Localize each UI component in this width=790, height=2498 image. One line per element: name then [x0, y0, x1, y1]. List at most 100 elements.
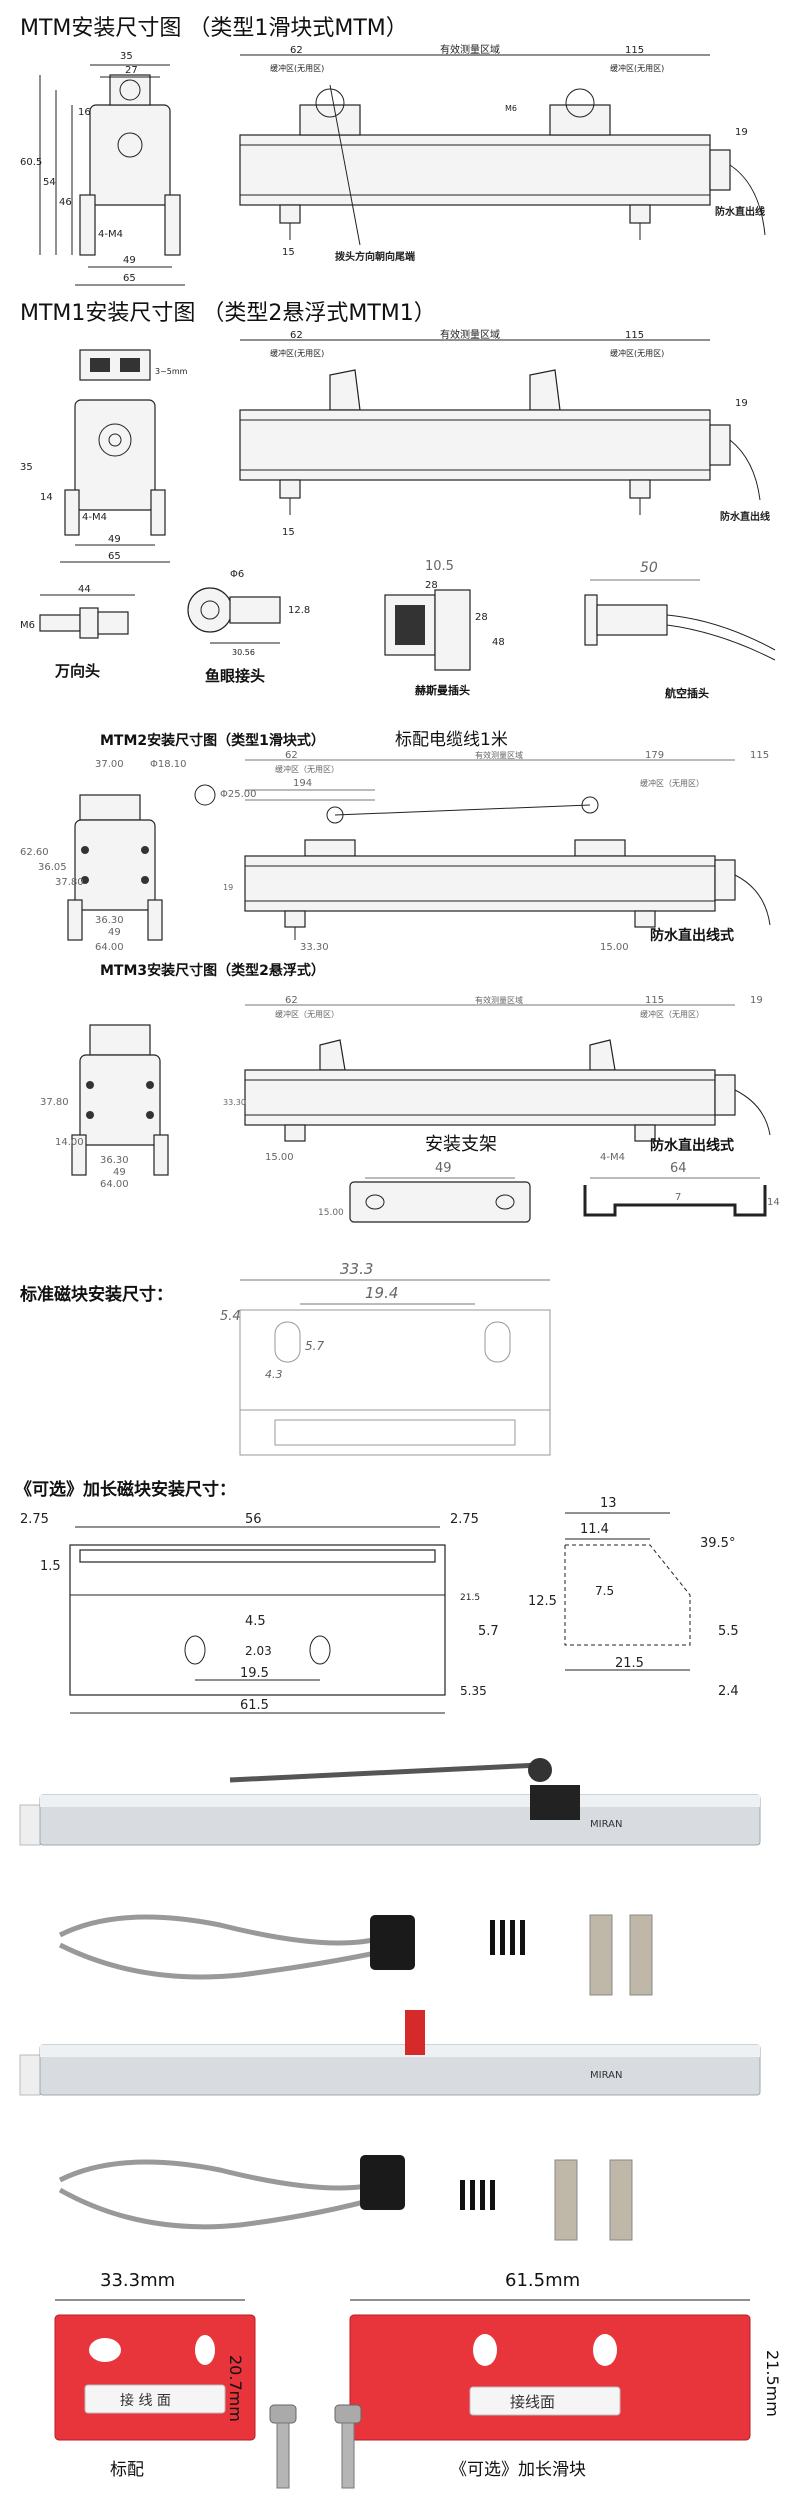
measure-area-label: 有效测量区域	[440, 43, 500, 56]
std-magnet-photo: 接 线 面	[54, 2299, 256, 2441]
fisheye-drawing: Φ6 12.8 30.56	[187, 569, 310, 657]
dim-label: 50	[640, 560, 658, 576]
dim-label: 35	[120, 51, 133, 62]
dim-label: 28	[475, 612, 488, 623]
dim-label: 54	[43, 177, 56, 188]
cable-and-accessories-photo-1	[58, 1914, 653, 1996]
dim-label: 49	[113, 1167, 126, 1178]
dim-label: 61.5	[240, 1698, 269, 1713]
face-label: 接 线 面	[120, 2392, 171, 2409]
dim-label: 15.00	[600, 942, 629, 953]
dim-label: 62.60	[20, 847, 49, 858]
dim-label: 4-M4	[600, 1152, 625, 1163]
waterproof-label: 防水直出线式	[650, 1138, 734, 1154]
section-title: MTM3安装尺寸图（类型2悬浮式）	[100, 963, 325, 979]
caption-long: 《可选》加长滑块	[450, 2460, 586, 2480]
floating-sensor-photo: MIRAN	[19, 2010, 761, 2096]
dim-label: 5.5	[718, 1624, 739, 1639]
caption-standard: 标配	[110, 2460, 144, 2480]
measure-area-label: 有效测量区域	[475, 750, 523, 760]
bracket-front-drawing: 49 15.00	[318, 1161, 531, 1223]
buffer-left-label: 缓冲区（无用区）	[275, 1009, 339, 1019]
cable-note: 标配电缆线1米	[395, 730, 508, 750]
dim-label: 2.4	[718, 1684, 739, 1699]
dim-label: 19.4	[365, 1284, 398, 1302]
section-title: MTM安装尺寸图 （类型1滑块式MTM）	[20, 16, 408, 41]
mtm3-side-view-drawing: 62 有效测量区域 115 19 缓冲区（无用区） 缓冲区（无用区） 33.30…	[223, 995, 771, 1163]
cable-and-accessories-photo-2	[58, 2155, 633, 2241]
measure-area-label: 有效测量区域	[440, 328, 500, 341]
bracket-label: 安装支架	[425, 1134, 497, 1155]
section-title: 《可选》加长磁块安装尺寸：	[15, 1480, 236, 1500]
lever-direction-note: 拨头方向朝向尾端	[335, 250, 415, 263]
dim-label: 37.80	[40, 1097, 69, 1108]
screw-icon	[269, 2404, 362, 2489]
dim-label: 115	[625, 330, 644, 341]
dim-label: 179	[645, 750, 664, 761]
brand-label: MIRAN	[590, 1819, 622, 1830]
dim-label: 62	[290, 45, 303, 56]
optional-magnet-front-drawing: 2.75 56 2.75 1.5 4.5 2.03 21.5 5.7 19.5 …	[20, 1512, 499, 1714]
dim-label: 19	[735, 127, 748, 138]
face-label: 接线面	[510, 2393, 555, 2411]
dim-label: 37.00	[95, 759, 124, 770]
dim-label: 15	[282, 527, 295, 538]
dim-label: 64.00	[100, 1179, 129, 1190]
long-magnet-photo: 接线面	[349, 2299, 751, 2441]
std-height-label: 20.7mm	[226, 2355, 245, 2422]
dim-label: 2.75	[450, 1512, 479, 1527]
dim-label: 4-M4	[82, 512, 107, 523]
brand-label: MIRAN	[590, 2070, 622, 2081]
dim-label: 1.5	[40, 1559, 61, 1574]
dim-label: 10.5	[425, 559, 454, 574]
waterproof-label: 防水直出线	[720, 510, 770, 523]
buffer-right-label: 缓冲区（无用区）	[640, 1009, 704, 1019]
section-title: MTM1安装尺寸图 （类型2悬浮式MTM1）	[20, 301, 436, 326]
dim-label: 2.75	[20, 1512, 49, 1527]
dim-label: 3~5mm	[155, 367, 188, 376]
universal-head-label: 万向头	[55, 662, 101, 680]
dim-label: 12.5	[528, 1594, 557, 1609]
dim-label: 4.3	[265, 1368, 283, 1381]
std-width-label: 33.3mm	[100, 2270, 176, 2291]
dim-label: 5.7	[478, 1624, 499, 1639]
section-mtm-type1: MTM安装尺寸图 （类型1滑块式MTM） 35 27 60.5 54 46 16…	[0, 0, 790, 300]
dim-label: 5.7	[305, 1339, 324, 1353]
dim-label: 7	[675, 1192, 681, 1203]
dim-label: 21.5	[615, 1656, 644, 1671]
dim-label: 19	[750, 995, 763, 1006]
dim-label: 16	[78, 107, 91, 118]
dim-label: 46	[59, 197, 72, 208]
waterproof-label: 防水直出线式	[650, 928, 734, 944]
dim-label: 12.8	[288, 605, 310, 616]
dim-label: 37.80	[55, 877, 84, 888]
dim-label: 27	[125, 65, 138, 76]
dim-label: 13	[600, 1496, 617, 1511]
dim-label: Φ25.00	[220, 789, 257, 800]
dim-label: 5.35	[460, 1684, 487, 1698]
section-title: MTM2安装尺寸图（类型1滑块式）	[100, 733, 325, 749]
long-height-label: 21.5mm	[763, 2350, 782, 2417]
dim-label: 60.5	[20, 157, 42, 168]
waterproof-label: 防水直出线	[715, 205, 765, 218]
mtm-end-view-drawing: 35 27 60.5 54 46 16 4-M4 49 65	[20, 51, 185, 286]
dim-label: 35	[20, 462, 33, 473]
dim-label: 64.00	[95, 942, 124, 953]
dim-label: Φ18.10	[150, 759, 187, 770]
hirschmann-label: 赫斯曼插头	[415, 684, 470, 697]
dim-label: 62	[285, 995, 298, 1006]
buffer-right-label: 缓冲区（无用区）	[640, 778, 704, 788]
dim-label: 39.5°	[700, 1536, 735, 1551]
buffer-left-label: 缓冲区（无用区）	[275, 764, 339, 774]
dim-label: 56	[245, 1512, 262, 1527]
fisheye-label: 鱼眼接头	[205, 667, 266, 685]
dim-label: 36.30	[95, 915, 124, 926]
dim-label: M6	[505, 104, 517, 113]
aviation-plug-label: 航空插头	[665, 687, 709, 700]
dim-label: 36.05	[38, 862, 67, 873]
dim-label: 19.5	[240, 1666, 269, 1681]
dim-label: 49	[123, 255, 136, 266]
mtm2-end-view-drawing: 37.00 Φ18.10 Φ25.00 62.60 36.05 37.80 36…	[20, 759, 257, 953]
dim-label: 62	[285, 750, 298, 761]
hirschmann-drawing: 10.5 28 28 48	[384, 559, 505, 671]
